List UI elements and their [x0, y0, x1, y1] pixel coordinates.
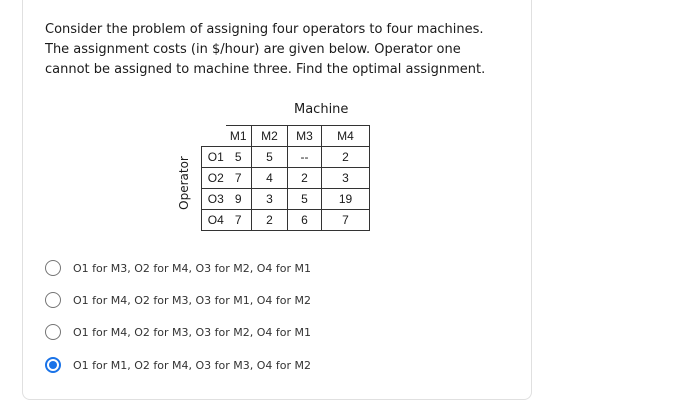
table-cell: 7	[225, 167, 252, 189]
table-cell: 7	[225, 209, 252, 231]
column-header: M4	[321, 125, 370, 147]
table-row: O3 9 3 5 19	[201, 188, 370, 210]
radio-button[interactable]	[45, 357, 61, 373]
cost-table: M1 M2 M3 M4 O1 5 5 -- 2 O2 7 4 2 3 O3 9 …	[201, 125, 370, 231]
table-cell: 3	[321, 167, 370, 189]
table-cell: 7	[321, 209, 370, 231]
question-line: cannot be assigned to machine three. Fin…	[45, 62, 486, 77]
table-cell: 4	[251, 167, 288, 189]
table-row: O4 7 2 6 7	[201, 209, 370, 231]
column-header: M2	[251, 125, 288, 147]
table-row: O1 5 5 -- 2	[201, 146, 370, 168]
row-header: O2	[201, 167, 226, 189]
table-cell: 2	[287, 167, 322, 189]
table-cell: --	[287, 146, 322, 168]
table-cell: 6	[287, 209, 322, 231]
table-cell: 5	[251, 146, 288, 168]
table-row: O2 7 4 2 3	[201, 167, 370, 189]
answer-option-2[interactable]: O1 for M4, O2 for M3, O3 for M1, O4 for …	[45, 288, 345, 312]
table-corner	[201, 125, 226, 147]
table-cell: 5	[225, 146, 252, 168]
option-label: O1 for M1, O2 for M4, O3 for M3, O4 for …	[73, 358, 312, 372]
column-header: M1	[225, 125, 252, 147]
machine-header: Machine	[294, 102, 349, 117]
table-cell: 3	[251, 188, 288, 210]
table-cell: 2	[321, 146, 370, 168]
option-label: O1 for M4, O2 for M3, O3 for M2, O4 for …	[73, 325, 312, 339]
column-header: M3	[287, 125, 322, 147]
radio-button[interactable]	[45, 260, 61, 276]
row-header: O1	[201, 146, 226, 168]
question-card: Consider the problem of assigning four o…	[22, 0, 532, 400]
question-line: The assignment costs (in $/hour) are giv…	[45, 42, 461, 57]
row-header: O4	[201, 209, 226, 231]
question-line: Consider the problem of assigning four o…	[45, 22, 484, 37]
radio-button[interactable]	[45, 292, 61, 308]
option-label: O1 for M3, O2 for M4, O3 for M2, O4 for …	[73, 261, 312, 275]
question-text: Consider the problem of assigning four o…	[45, 20, 515, 80]
row-header: O3	[201, 188, 226, 210]
table-cell: 5	[287, 188, 322, 210]
radio-button[interactable]	[45, 324, 61, 340]
answer-option-1[interactable]: O1 for M3, O2 for M4, O3 for M2, O4 for …	[45, 256, 345, 280]
option-label: O1 for M4, O2 for M3, O3 for M1, O4 for …	[73, 293, 312, 307]
table-cell: 19	[321, 188, 370, 210]
operator-label-text: Operator	[177, 156, 191, 210]
table-cell: 2	[251, 209, 288, 231]
table-header-row: M1 M2 M3 M4	[201, 125, 370, 147]
table-cell: 9	[225, 188, 252, 210]
answer-option-4[interactable]: O1 for M1, O2 for M4, O3 for M3, O4 for …	[45, 353, 345, 377]
answer-option-3[interactable]: O1 for M4, O2 for M3, O3 for M2, O4 for …	[45, 320, 345, 344]
